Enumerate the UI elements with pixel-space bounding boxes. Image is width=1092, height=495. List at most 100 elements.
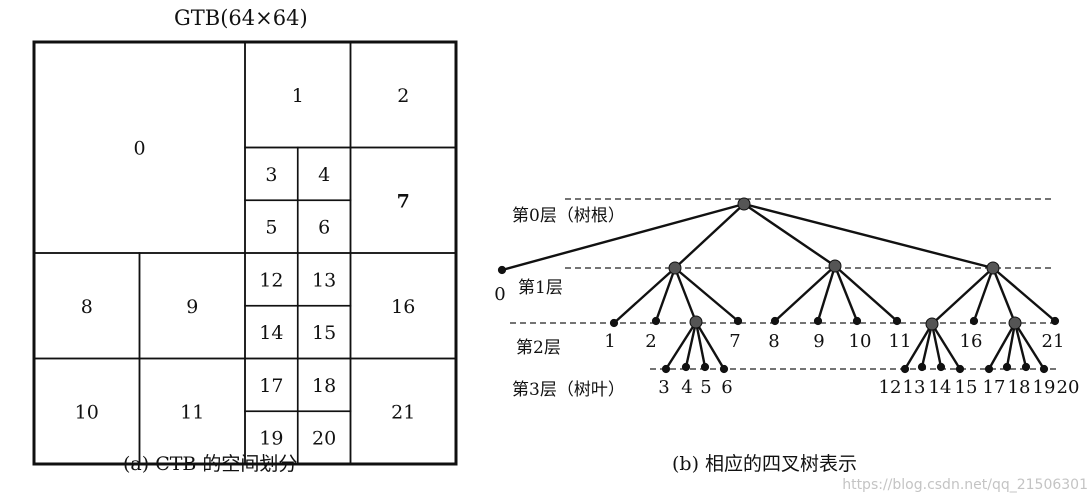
tree-leaf-node — [969, 316, 979, 326]
tree-edge — [673, 267, 698, 323]
tree-leaf-node — [892, 316, 902, 326]
left-caption: (a) CTB 的空间划分 — [123, 453, 298, 475]
tree-edge — [674, 267, 739, 322]
tree-leaf-node — [651, 316, 661, 326]
ctb-block-label: 12 — [259, 269, 283, 291]
tree-internal-node — [737, 197, 751, 211]
tree-leaf-label: 14 — [929, 377, 952, 398]
ctb-block-label: 5 — [265, 217, 277, 239]
tree-edge — [930, 323, 962, 370]
ctb-block-label: 16 — [391, 296, 415, 318]
tree-edge — [833, 265, 859, 322]
tree-leaf-label: 4 — [681, 377, 692, 398]
ctb-block-label: 3 — [265, 164, 277, 186]
tree-leaf-node — [661, 364, 671, 374]
watermark: https://blog.csdn.net/qq_21506301 — [842, 477, 1088, 493]
tree-edge — [991, 267, 1017, 324]
tree-leaf-label: 6 — [721, 377, 732, 398]
tree-edge — [931, 267, 994, 325]
tree-leaf-label: 21 — [1042, 331, 1065, 352]
tree-edge — [1005, 322, 1017, 368]
tree-leaf-label: 0 — [494, 284, 505, 305]
tree-edge — [992, 267, 1056, 322]
tree-leaf-node — [770, 316, 780, 326]
tree-level-label: 第0层（树根） — [512, 206, 625, 226]
tree-edge — [834, 265, 898, 322]
ctb-block-label: 6 — [318, 217, 330, 239]
tree-leaf-label: 5 — [700, 377, 711, 398]
tree-edge — [1013, 322, 1028, 368]
tree-leaf-label: 11 — [889, 331, 912, 352]
tree-leaf-label: 16 — [960, 331, 983, 352]
tree-leaf-node — [984, 364, 994, 374]
tree-edge — [743, 203, 836, 267]
tree-edge — [664, 321, 698, 370]
ctb-block-label: 9 — [186, 296, 198, 318]
tree-edge — [816, 265, 837, 322]
ctb-block-label: 11 — [180, 401, 204, 423]
ctb-block-label: 21 — [391, 401, 415, 423]
ctb-block-label: 7 — [397, 190, 410, 212]
tree-leaf-node — [1021, 362, 1031, 372]
tree-edge — [501, 202, 745, 272]
tree-internal-node — [986, 261, 1000, 275]
ctb-block-label: 20 — [312, 428, 336, 450]
ctb-block-label: 15 — [312, 322, 336, 344]
ctb-block-label: 13 — [312, 269, 336, 291]
tree-leaf-node — [609, 318, 619, 328]
right-caption: (b) 相应的四叉树表示 — [672, 453, 858, 475]
tree-edge — [674, 203, 745, 269]
tree-leaf-node — [1002, 362, 1012, 372]
tree-leaf-label: 3 — [658, 377, 669, 398]
tree-leaf-label: 15 — [955, 377, 978, 398]
tree-edge — [654, 267, 677, 322]
tree-level-label: 第3层（树叶） — [512, 380, 625, 400]
tree-edge — [903, 323, 934, 370]
tree-leaf-node — [719, 364, 729, 374]
tree-leaf-node — [900, 364, 910, 374]
tree-leaf-label: 8 — [768, 331, 779, 352]
ctb-block-label: 18 — [312, 375, 336, 397]
tree-internal-node — [668, 261, 682, 275]
ctb-block-label: 4 — [318, 164, 330, 186]
tree-leaf-node — [681, 362, 691, 372]
tree-leaf-label: 19 — [1033, 377, 1056, 398]
ctb-block-label: 10 — [75, 401, 99, 423]
tree-leaf-node — [852, 316, 862, 326]
tree-edge — [613, 267, 676, 324]
tree-edge — [694, 321, 707, 368]
tree-edge — [684, 321, 698, 368]
ctb-block-label: 0 — [133, 138, 145, 160]
ctb-title: GTB(64×64) — [174, 6, 308, 30]
ctb-block-label: 17 — [259, 375, 283, 397]
tree-leaf-label: 7 — [729, 331, 740, 352]
tree-leaf-label: 17 — [983, 377, 1006, 398]
tree-leaf-node — [1050, 316, 1060, 326]
tree-level-label: 第2层 — [516, 338, 561, 358]
tree-leaf-node — [955, 364, 965, 374]
tree-leaf-node — [497, 265, 507, 275]
tree-internal-node — [828, 259, 842, 273]
ctb-block — [349, 357, 457, 465]
tree-leaf-label: 18 — [1008, 377, 1031, 398]
tree-leaf-node — [936, 362, 946, 372]
tree-leaf-node — [917, 362, 927, 372]
tree-leaf-label: 13 — [903, 377, 926, 398]
tree-edge — [972, 267, 995, 322]
tree-leaf-label: 12 — [879, 377, 902, 398]
tree-leaf-label: 20 — [1057, 377, 1080, 398]
tree-internal-node — [689, 315, 703, 329]
tree-leaf-label: 2 — [645, 331, 656, 352]
ctb-block-label: 19 — [259, 428, 283, 450]
tree-leaf-label: 10 — [849, 331, 872, 352]
ctb-block-label: 1 — [292, 85, 304, 107]
tree-level-label: 第1层 — [518, 278, 563, 298]
ctb-block-label: 14 — [259, 322, 283, 344]
tree-internal-node — [1008, 316, 1022, 330]
tree-leaf-node — [700, 362, 710, 372]
tree-edge — [930, 323, 943, 368]
tree-leaf-label: 9 — [813, 331, 824, 352]
